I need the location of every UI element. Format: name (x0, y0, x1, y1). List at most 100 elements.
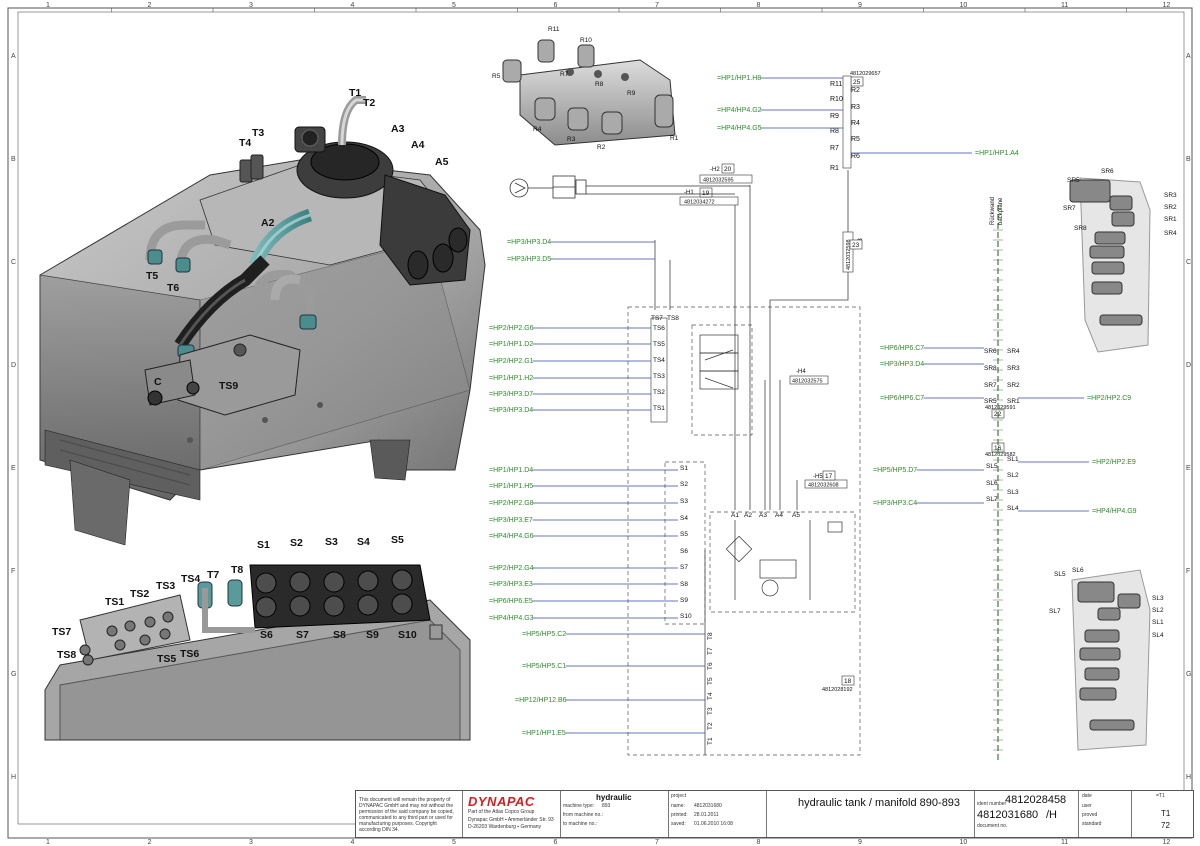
ts-port-ts8: TS8 (667, 315, 679, 322)
sr-port-sr4: SR4 (1007, 348, 1020, 355)
ref-t-2: =HP12/HP12.B6 (515, 697, 567, 704)
r-block-label-r4: R4 (533, 126, 542, 133)
name-label: name: (671, 803, 685, 809)
backplane-label-en: backplane (998, 197, 1004, 225)
frame-row-D: D (11, 362, 16, 369)
sr-block-label-sr7: SR7 (1063, 205, 1076, 212)
manifold-port-hole (255, 572, 277, 594)
frame-row-F: F (11, 568, 15, 575)
ts-port-ts4: TS4 (653, 357, 665, 364)
r-block-label-r8: R8 (595, 81, 604, 88)
frame-row-H: H (11, 774, 16, 781)
hose-tag-h5: -H5 (813, 474, 823, 480)
frame-col-8: 8 (757, 2, 761, 9)
saved-label: saved: (671, 821, 686, 827)
t-port-t4: T4 (707, 692, 714, 700)
name-value: 4812031680 (694, 803, 722, 809)
sl-block-label-sl3: SL3 (1152, 595, 1164, 602)
ref-r-2: =HP4/HP4.G5 (717, 125, 762, 132)
ts-port-ts6: TS6 (653, 325, 665, 332)
s-port-s4: S4 (680, 515, 688, 522)
frame-col-bottom-11: 11 (1061, 839, 1068, 846)
tank-label-t4: T4 (239, 137, 251, 149)
r-block-label-r2: R2 (597, 144, 606, 151)
box-20: 20 (724, 166, 732, 173)
box-25: 25 (853, 79, 861, 86)
t-port-t5: T5 (707, 677, 714, 685)
from-machine-label: from machine no.: (563, 812, 604, 818)
manifold-label-ts4: TS4 (181, 573, 200, 585)
ref-s-1: =HP1/HP1.H5 (489, 483, 533, 490)
s-port-s9: S9 (680, 597, 688, 604)
frame-col-bottom-2: 2 (148, 839, 152, 846)
sr-port-sr1: SR1 (1007, 398, 1020, 405)
sl-block-label-sl1: SL1 (1152, 619, 1164, 626)
hose-part-h2: 4812032595 (703, 178, 734, 184)
ident-number: 4812028458 (1005, 794, 1067, 806)
sl-block-label-sl5: SL5 (1054, 571, 1066, 578)
sr-port-sr2: SR2 (1007, 382, 1020, 389)
t-port-t2: T2 (707, 722, 714, 730)
sr-block-label-sr3: SR3 (1164, 192, 1177, 199)
manifold-label-s5: S5 (391, 534, 404, 546)
manifold-label-s4: S4 (357, 536, 370, 548)
frame-row-E: E (11, 465, 16, 472)
to-machine-label: to machine no.: (563, 821, 598, 827)
backplane-label-de: Rückwand (990, 197, 996, 225)
r-port-r8: R8 (830, 128, 839, 135)
sl-port-sl3: SL3 (1007, 489, 1019, 496)
ref-ts-2: =HP2/HP2.G1 (489, 358, 534, 365)
manifold-label-s7: S7 (296, 629, 309, 641)
ref-r-out: =HP1/HP1.A4 (975, 150, 1019, 157)
address-line-1: Dynapac GmbH ▪ Ammerländer Str. 93 (468, 817, 554, 823)
ref-s-5: =HP2/HP2.G4 (489, 565, 534, 572)
tank-label-ts9: TS9 (219, 380, 238, 392)
r-port-r2: R2 (851, 87, 860, 94)
frame-col-9: 9 (858, 2, 862, 9)
ref-sr-1: =HP3/HP3.D4 (880, 361, 924, 368)
s-port-s10: S10 (680, 613, 692, 620)
sr-block-label-sr4: SR4 (1164, 230, 1177, 237)
ref-ts-0: =HP2/HP2.G6 (489, 325, 534, 332)
ref-sl-0: =HP5/HP5.D7 (873, 467, 917, 474)
sr-port-sr3: SR3 (1007, 365, 1020, 372)
r-port-r4: R4 (851, 120, 860, 127)
sheet-kind: hydraulic (596, 793, 632, 802)
r-port-r9: R9 (830, 113, 839, 120)
frame-col-2: 2 (148, 2, 152, 9)
hose-tag-h4: -H4 (796, 369, 806, 375)
ref-sr-out: =HP2/HP2.C9 (1087, 395, 1131, 402)
manifold-label-s8: S8 (333, 629, 346, 641)
sr-block-label-sr1: SR1 (1164, 216, 1177, 223)
frame-row-right-A: A (1186, 53, 1191, 60)
ts-port-ts5: TS5 (653, 341, 665, 348)
sr-block-label-sr2: SR2 (1164, 204, 1177, 211)
manifold-label-s2: S2 (290, 537, 303, 549)
s-port-s8: S8 (680, 581, 688, 588)
manifold-port-hole (289, 571, 311, 593)
s-port-s7: S7 (680, 564, 688, 571)
sl-block-label-sl6: SL6 (1072, 567, 1084, 574)
manifold-label-s10: S10 (398, 629, 417, 641)
s-port-s5: S5 (680, 531, 688, 538)
ref-s-7: =HP6/HP6.E5 (489, 598, 533, 605)
r-port-r3: R3 (851, 104, 860, 111)
manifold-label-ts3: TS3 (156, 580, 175, 592)
manifold-label-t8: T8 (231, 564, 243, 576)
ref-conv-1: =HP3/HP3.D5 (507, 256, 551, 263)
sheet-id: T1 (1161, 809, 1171, 818)
ref-sr-0: =HP6/HP6.C7 (880, 345, 924, 352)
r-block-label-r3: R3 (567, 136, 576, 143)
sl-block-label-sl4: SL4 (1152, 632, 1164, 639)
s-port-s3: S3 (680, 498, 688, 505)
ref-s-3: =HP3/HP3.E7 (489, 517, 533, 524)
sr-port-sr7: SR7 (984, 382, 997, 389)
hose-part-h5: 4812032608 (808, 483, 839, 489)
sl-block-label-sl2: SL2 (1152, 607, 1164, 614)
ref-sr-2: =HP6/HP6.C7 (880, 395, 924, 402)
ref-ts-3: =HP1/HP1.H2 (489, 375, 533, 382)
ts-port-ts2: TS2 (653, 389, 665, 396)
